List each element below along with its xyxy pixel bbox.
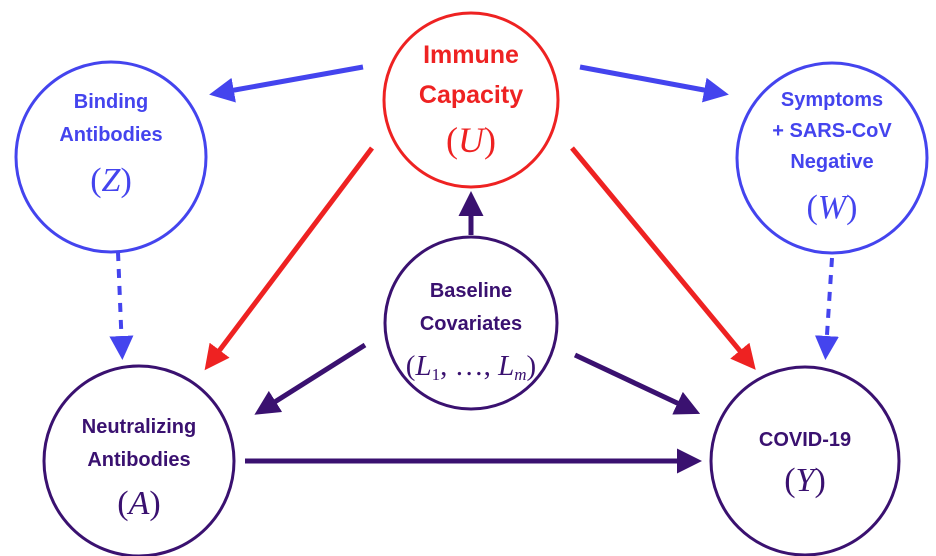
edge-immune-to-neutralizing (204, 146, 374, 371)
binding-label-line2: Antibodies (59, 124, 162, 146)
symptoms-symbol: (W) (807, 189, 858, 226)
baseline-label-line1: Baseline (430, 280, 512, 302)
node-symptoms: Symptoms + SARS-CoV Negative (W) (735, 61, 929, 255)
edge-immune-to-covid (570, 146, 756, 370)
baseline-label-line2: Covariates (420, 313, 522, 335)
covid-symbol: (Y) (784, 462, 826, 499)
edge-immune-to-symptoms (579, 64, 729, 103)
symptoms-label-line3: Negative (790, 151, 873, 173)
binding-symbol: (Z) (90, 162, 132, 199)
node-binding-antibodies: Binding Antibodies (Z) (14, 60, 208, 254)
neutralizing-label-line1: Neutralizing (82, 416, 196, 438)
symptoms-label-line1: Symptoms (781, 89, 883, 111)
immune-label-line1: Immune (423, 41, 519, 69)
edge-baseline-to-covid (573, 352, 701, 415)
covid-label-line1: COVID-19 (759, 429, 851, 451)
baseline-symbol: (L1, …, Lm) (406, 350, 536, 384)
neutralizing-label-line2: Antibodies (87, 449, 190, 471)
node-baseline-covariates: Baseline Covariates (L1, …, Lm) (383, 235, 559, 411)
binding-label-line1: Binding (74, 91, 148, 113)
node-neutralizing-antibodies: Neutralizing Antibodies (A) (42, 364, 236, 556)
edge-immune-to-binding (209, 64, 364, 103)
node-covid-19: COVID-19 (Y) (709, 365, 901, 556)
node-immune-capacity: Immune Capacity (U) (382, 11, 560, 189)
neutralizing-symbol: (A) (117, 485, 160, 522)
edges (109, 64, 839, 474)
edge-baseline-to-neutralizing (254, 342, 367, 415)
symptoms-label-line2: + SARS-CoV (772, 120, 892, 142)
edge-symptoms-to-covid (814, 257, 839, 360)
immune-label-line2: Capacity (419, 81, 523, 109)
edge-binding-to-neutralizing (109, 251, 134, 360)
immune-symbol: (U) (446, 120, 496, 160)
